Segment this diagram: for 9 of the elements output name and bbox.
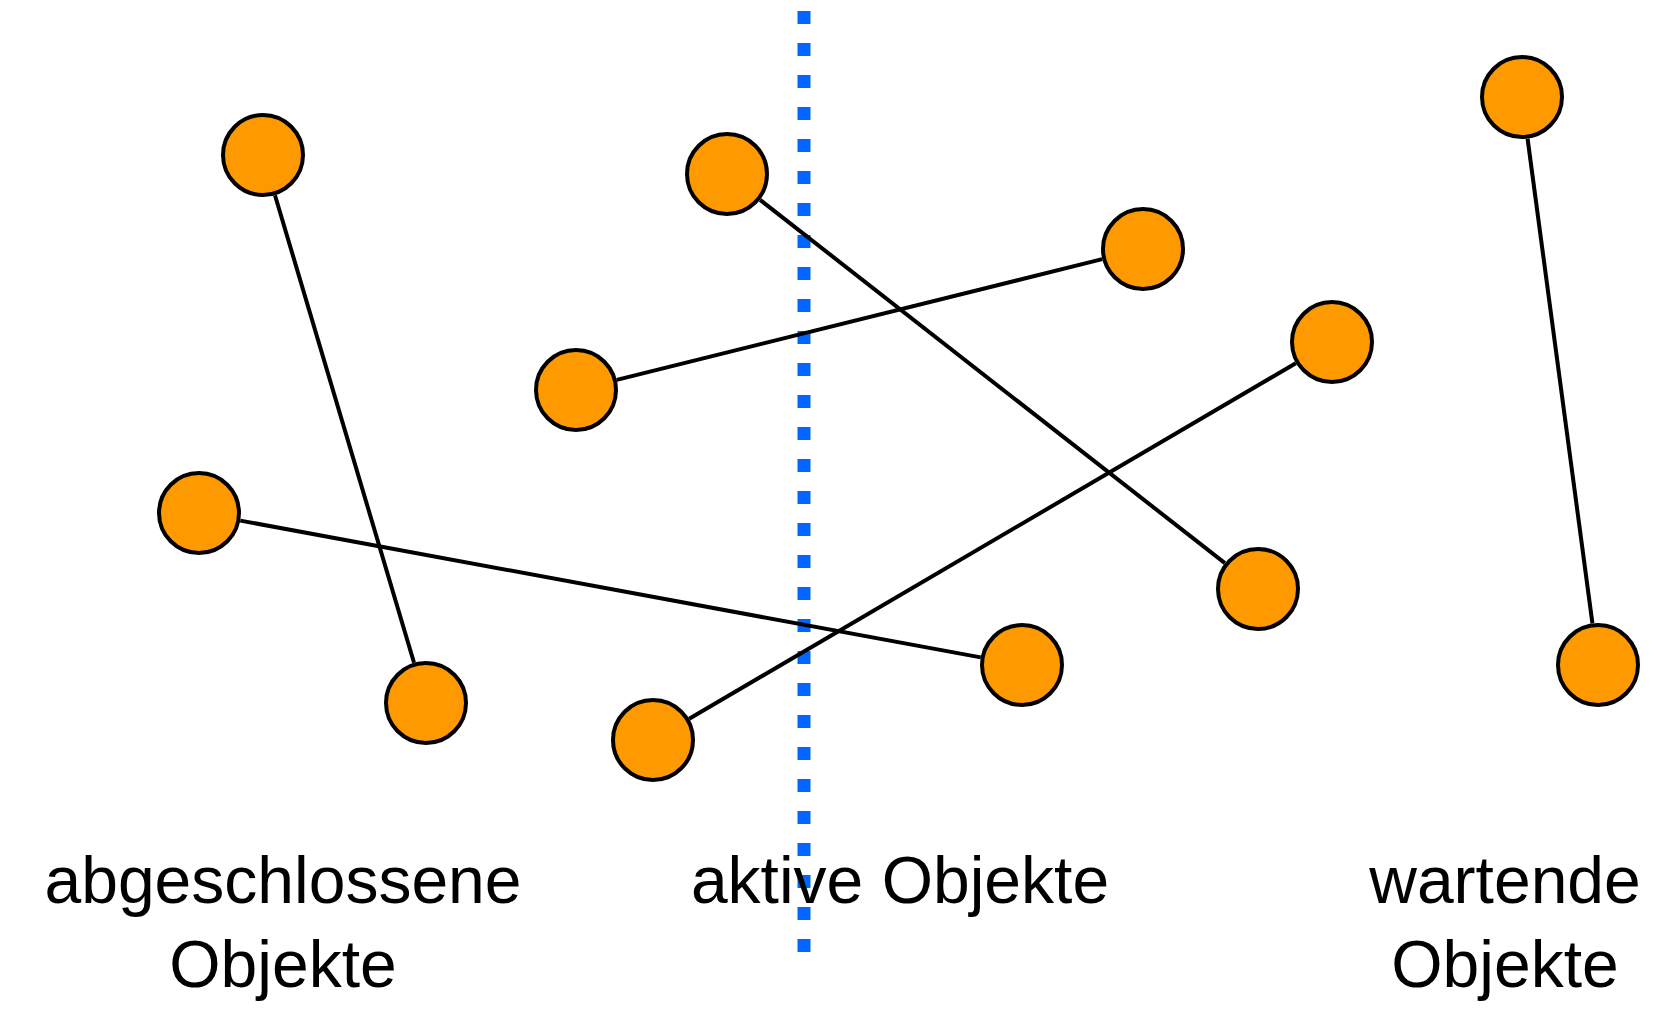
group-label: wartende Objekte [1368, 842, 1642, 1003]
connector-line [239, 518, 982, 660]
group-label: aktive Objekte [689, 842, 1111, 919]
connector-line [273, 194, 416, 664]
connector-line [758, 198, 1227, 565]
group-label: abgeschlossene Objekte [43, 842, 523, 1003]
connector-line [616, 257, 1103, 382]
connector-line [688, 361, 1297, 721]
connector-line [1525, 138, 1595, 624]
